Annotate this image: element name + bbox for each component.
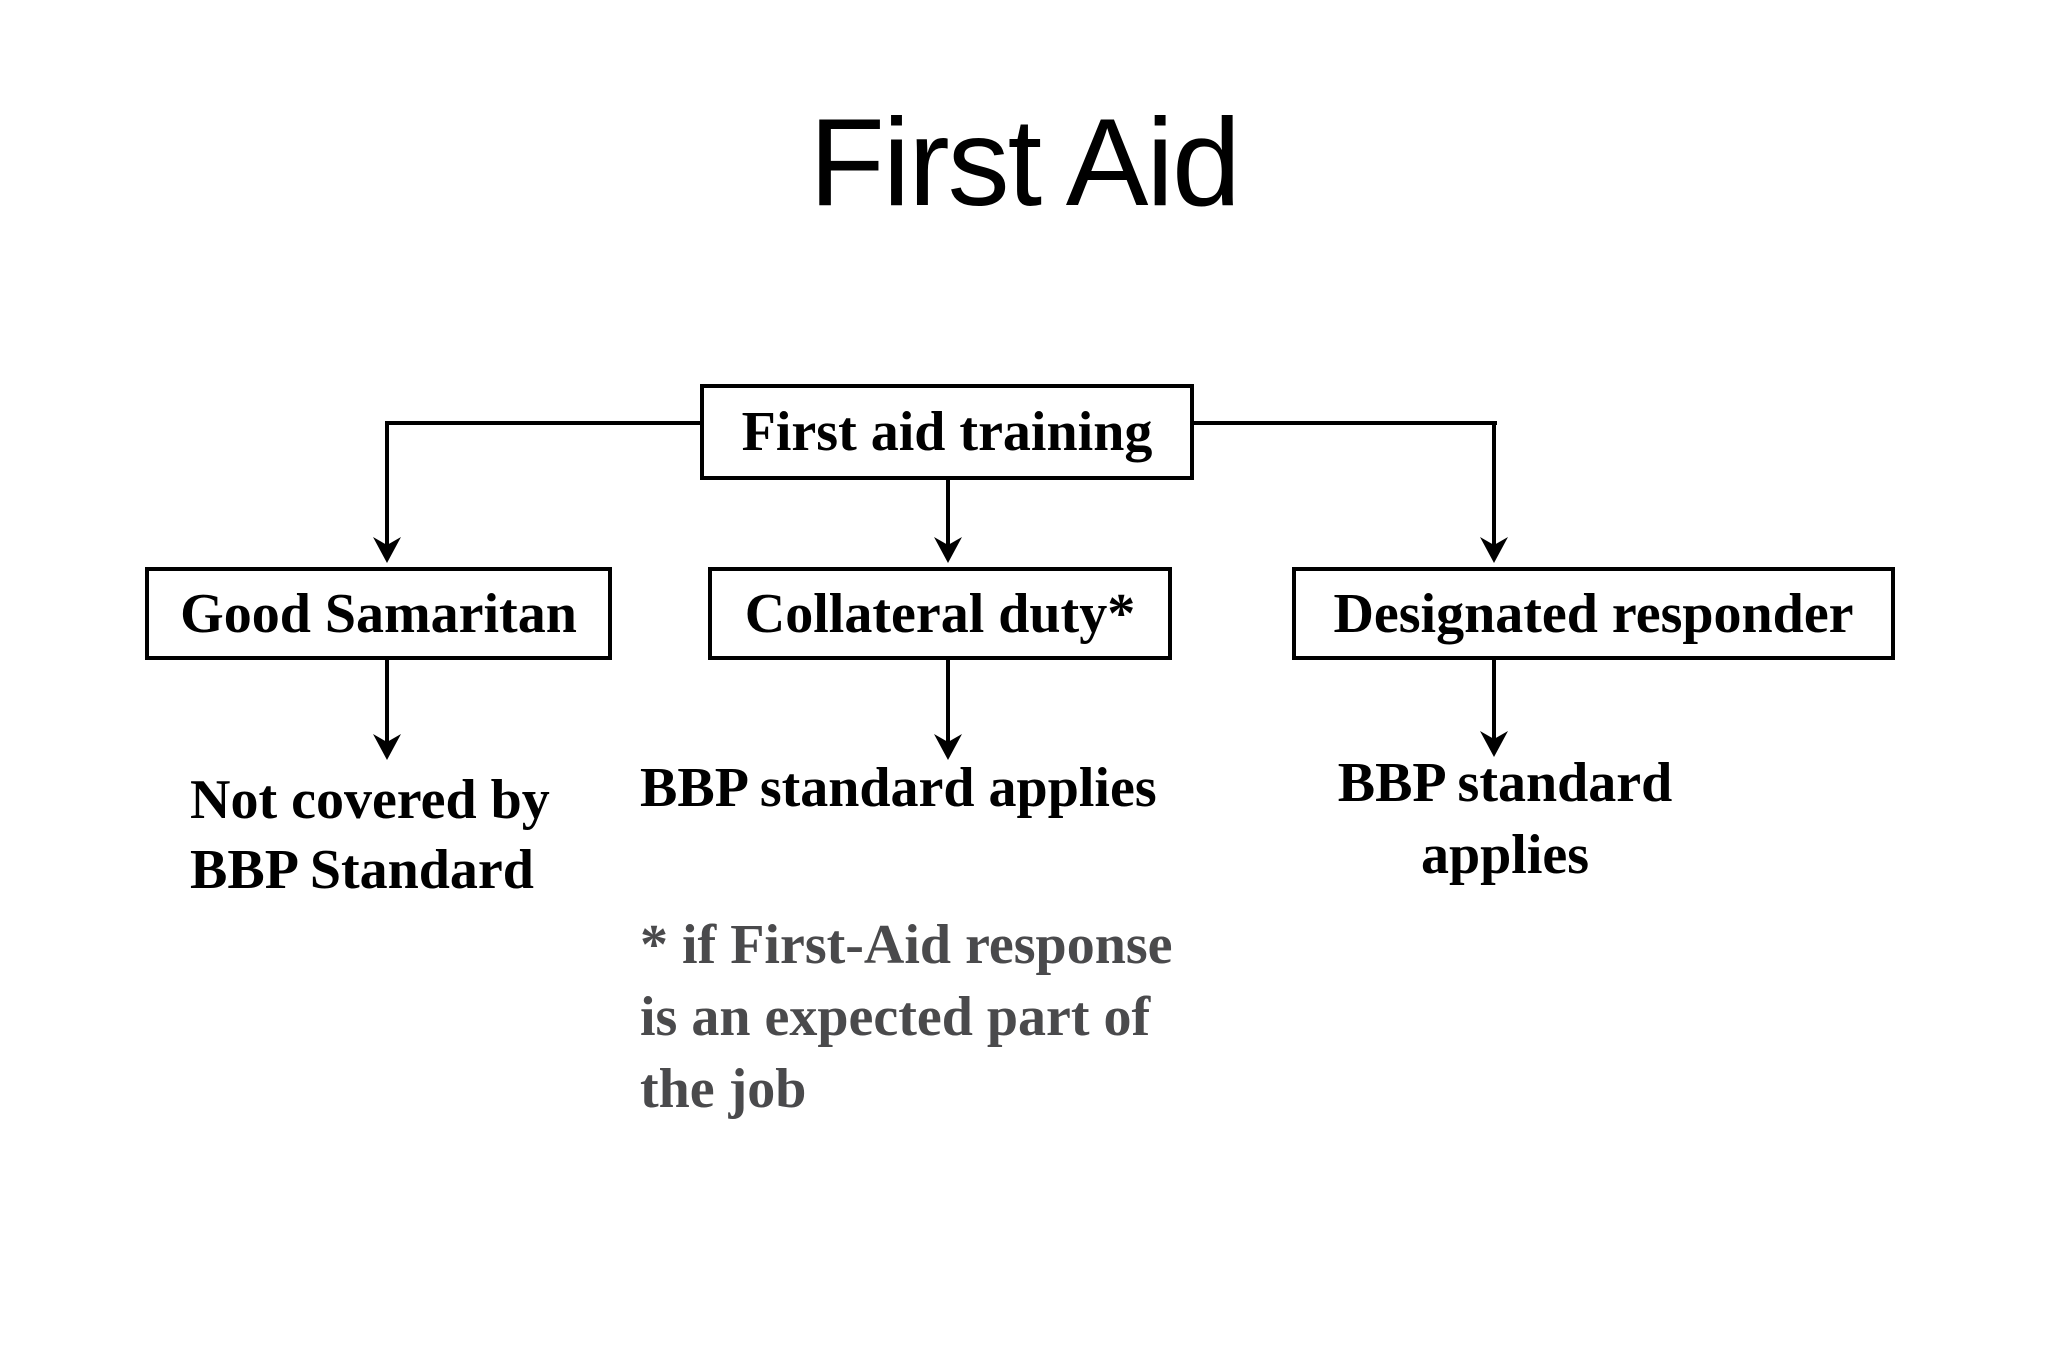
- connector-left-vertical: [385, 421, 389, 546]
- node-good-samaritan: Good Samaritan: [145, 567, 612, 660]
- footnote-collateral-duty: * if First-Aid response is an expected p…: [640, 909, 1173, 1125]
- connector-designated-responder-outcome: [1492, 660, 1496, 740]
- arrowhead-down-icon: [934, 537, 962, 563]
- connector-left-horizontal: [385, 421, 700, 425]
- outcome-line: BBP standard applies: [640, 757, 1157, 819]
- node-collateral-duty-label: Collateral duty*: [744, 582, 1136, 645]
- footnote-line: the job: [640, 1058, 807, 1120]
- node-designated-responder: Designated responder: [1292, 567, 1895, 660]
- arrowhead-down-icon: [373, 537, 401, 563]
- node-collateral-duty: Collateral duty*: [708, 567, 1172, 660]
- connector-middle-vertical: [946, 480, 950, 546]
- node-first-aid-training: First aid training: [700, 384, 1194, 480]
- arrowhead-down-icon: [934, 734, 962, 760]
- outcome-designated-responder: BBP standard applies: [1305, 747, 1705, 891]
- node-first-aid-training-label: First aid training: [741, 401, 1153, 463]
- footnote-line: * if First-Aid response: [640, 914, 1173, 976]
- outcome-line: applies: [1420, 824, 1590, 886]
- node-designated-responder-label: Designated responder: [1333, 582, 1854, 645]
- outcome-line: BBP Standard: [190, 839, 534, 901]
- arrowhead-down-icon: [1480, 731, 1508, 757]
- connector-good-samaritan-outcome: [385, 658, 389, 742]
- node-good-samaritan-label: Good Samaritan: [180, 582, 577, 645]
- outcome-line: Not covered by: [190, 769, 550, 831]
- outcome-collateral-duty: BBP standard applies: [640, 753, 1157, 823]
- page-title: First Aid: [809, 94, 1241, 232]
- connector-right-vertical: [1492, 421, 1496, 546]
- connector-right-horizontal: [1194, 421, 1497, 425]
- arrowhead-down-icon: [373, 734, 401, 760]
- arrowhead-down-icon: [1480, 537, 1508, 563]
- connector-collateral-duty-outcome: [946, 660, 950, 742]
- footnote-line: is an expected part of: [640, 986, 1151, 1048]
- outcome-good-samaritan: Not covered by BBP Standard: [190, 765, 550, 905]
- outcome-line: BBP standard: [1337, 752, 1673, 814]
